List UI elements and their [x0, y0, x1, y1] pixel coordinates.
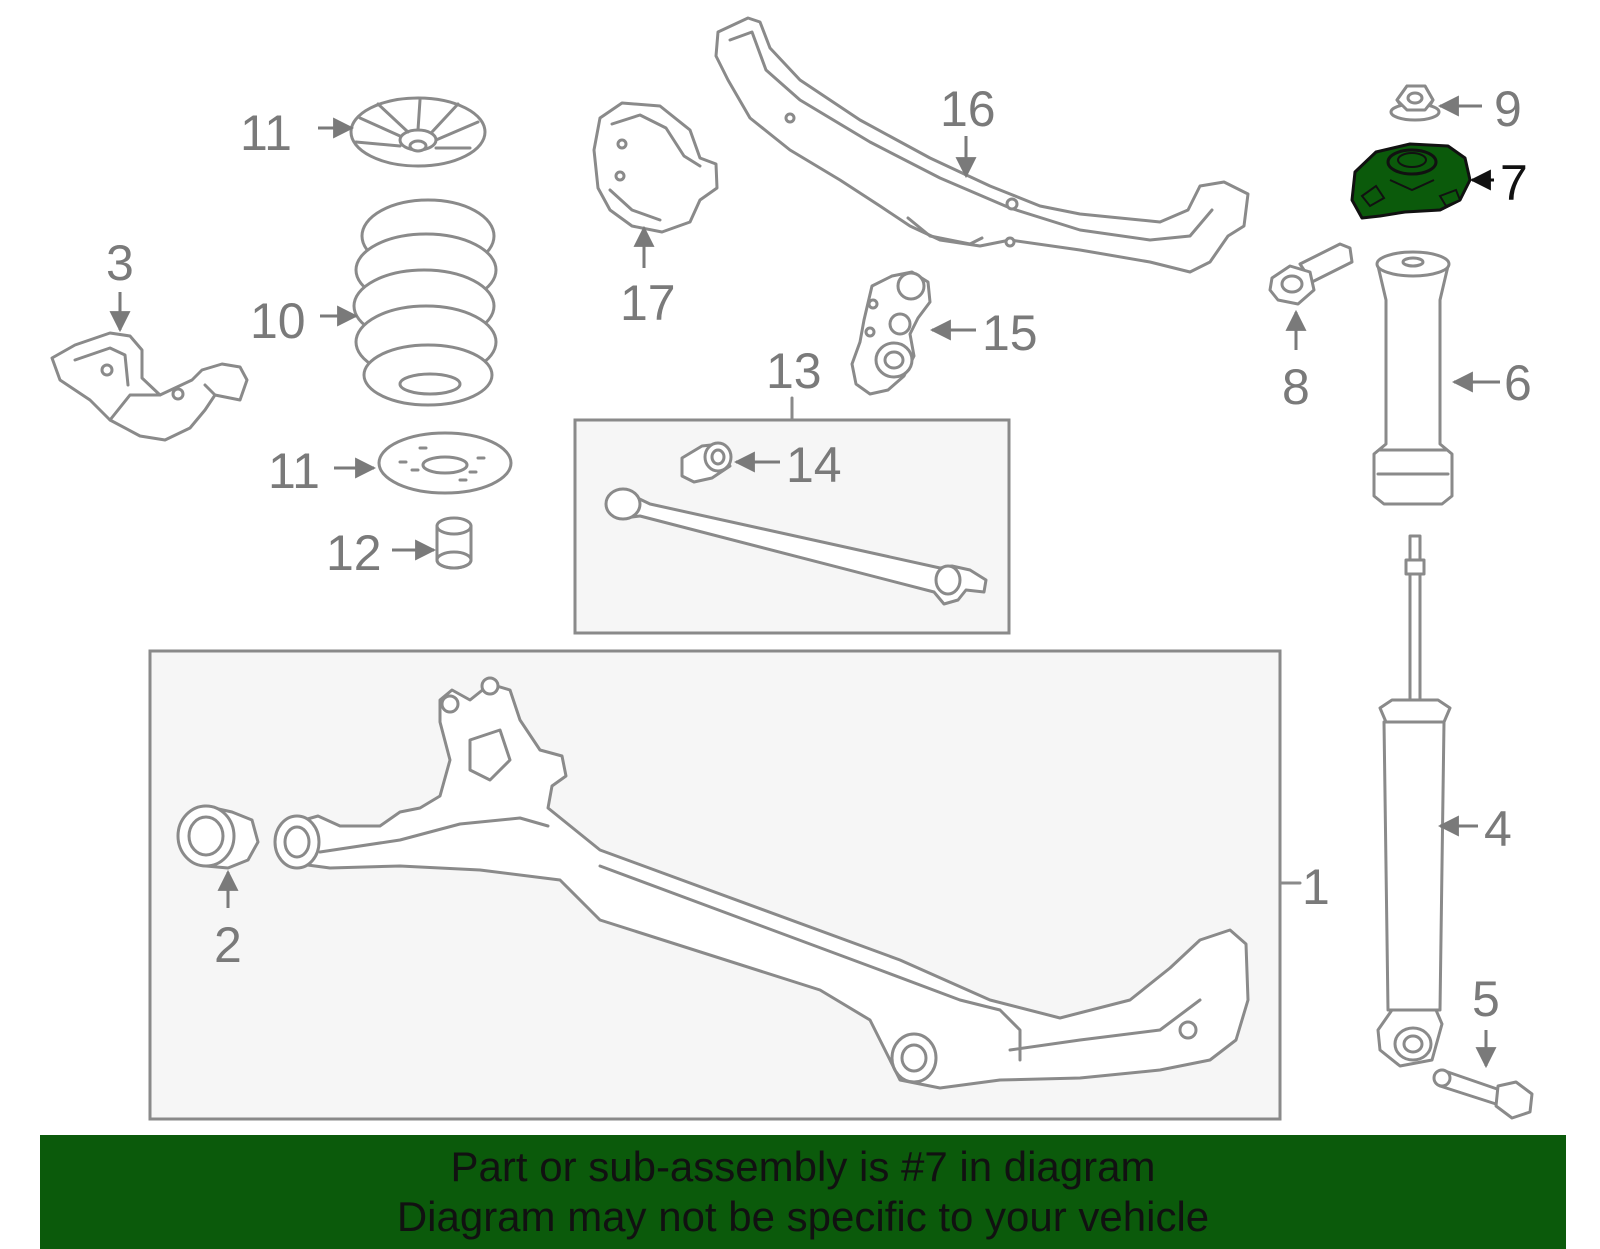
part-14-bushing[interactable]	[680, 441, 733, 484]
label-10: 10	[250, 293, 306, 349]
label-2: 2	[214, 917, 242, 973]
part-1-rear-axle[interactable]	[273, 676, 1250, 1090]
part-11-lower-insulator[interactable]	[377, 431, 513, 495]
label-4: 4	[1484, 801, 1512, 857]
part-8-bolt[interactable]	[1268, 242, 1354, 306]
label-12: 12	[326, 525, 382, 581]
part-9-nut[interactable]	[1389, 84, 1441, 122]
part-3-bracket[interactable]	[50, 331, 249, 442]
banner-line-2: Diagram may not be specific to your vehi…	[396, 1193, 1210, 1240]
part-5-bolt[interactable]	[1432, 1068, 1534, 1120]
label-9: 9	[1494, 81, 1522, 137]
label-15: 15	[982, 305, 1038, 361]
label-5: 5	[1472, 971, 1500, 1027]
label-11-lower: 11	[268, 443, 320, 499]
part-12-bushing[interactable]	[435, 516, 473, 570]
part-17-shield[interactable]	[592, 101, 719, 234]
part-15-bracket[interactable]	[850, 270, 932, 396]
label-6: 6	[1504, 355, 1532, 411]
part-11-upper-insulator[interactable]	[349, 96, 487, 168]
label-1: 1	[1302, 859, 1330, 915]
info-banner: Part or sub-assembly is #7 in diagram Di…	[40, 1135, 1566, 1249]
part-10-coil-spring[interactable]	[352, 198, 498, 407]
label-17: 17	[620, 275, 676, 331]
part-13-track-rod[interactable]	[604, 487, 988, 606]
part-16-crossmember[interactable]	[714, 16, 1250, 274]
label-3: 3	[106, 235, 134, 291]
part-2-bushing[interactable]	[176, 804, 260, 870]
label-16: 16	[940, 81, 996, 137]
part-6-dust-boot[interactable]	[1372, 250, 1454, 506]
part-4-shock-absorber[interactable]	[1376, 534, 1452, 1068]
part-7-upper-mount-highlighted[interactable]	[1350, 142, 1472, 220]
label-14: 14	[786, 437, 842, 493]
label-7: 7	[1500, 155, 1528, 211]
label-13: 13	[766, 343, 822, 399]
label-8: 8	[1282, 359, 1310, 415]
label-11-upper: 11	[240, 105, 292, 161]
banner-line-1: Part or sub-assembly is #7 in diagram	[450, 1143, 1156, 1190]
